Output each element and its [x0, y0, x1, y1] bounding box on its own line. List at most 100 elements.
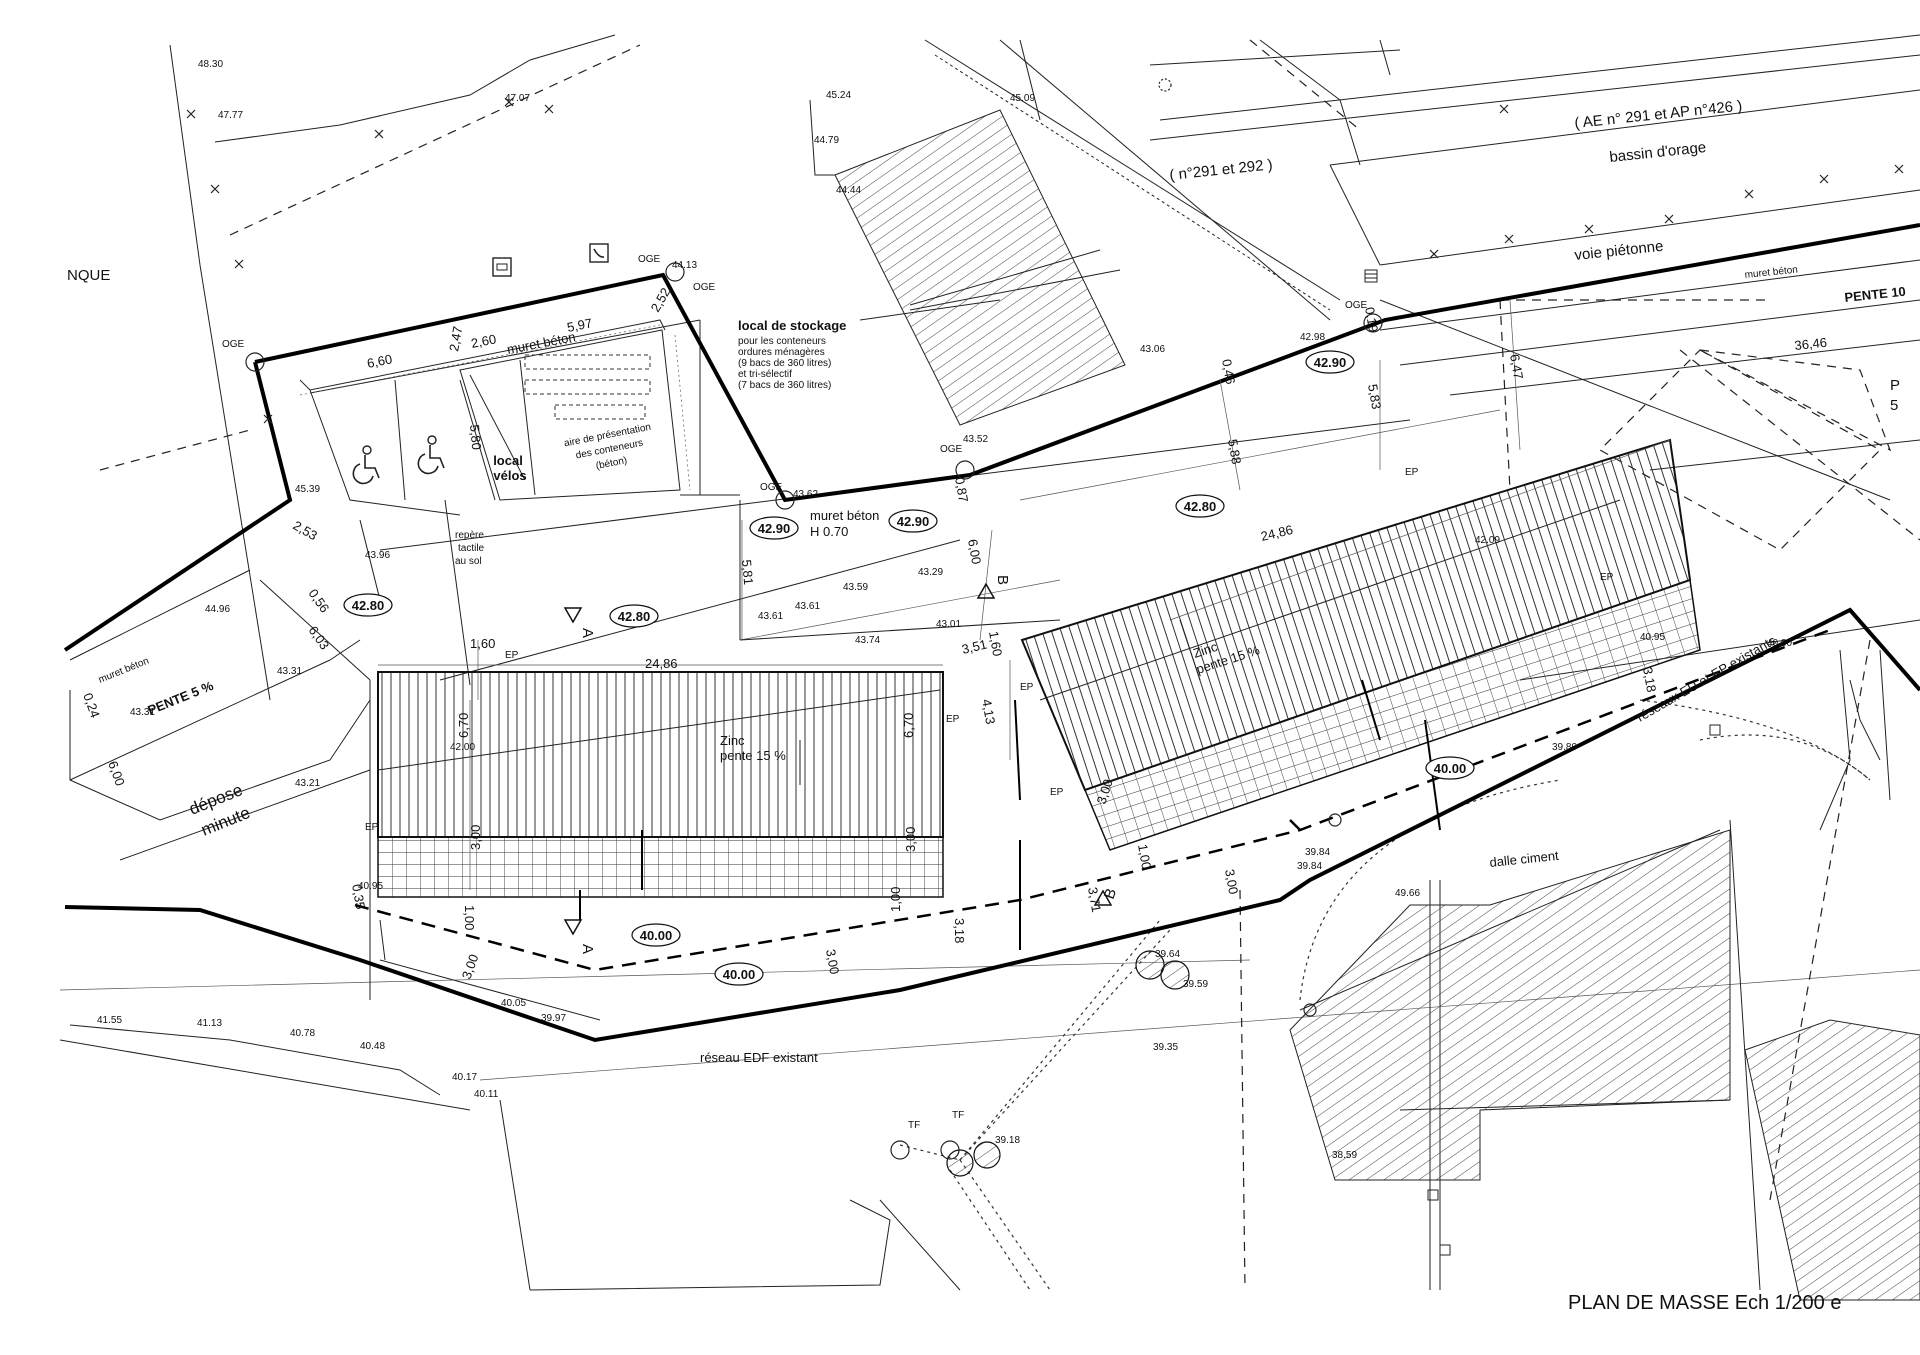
- level-box: 40.00: [1434, 761, 1467, 776]
- label-stockage-line: pour les conteneurs: [738, 336, 826, 347]
- label-stockage-line: et tri-sélectif: [738, 369, 792, 380]
- label-local-stockage: local de stockage: [738, 318, 846, 333]
- label-muret-top: muret béton: [506, 329, 577, 357]
- dimension: 2,60: [470, 331, 498, 351]
- phone-icon: [589, 243, 609, 263]
- dimension: 1,00: [462, 905, 477, 930]
- label-voie-pietonne: voie piétonne: [1574, 238, 1665, 264]
- spot-level: 40.95: [358, 881, 383, 892]
- label-parcelles-ae: ( AE n° 291 et AP n°426 ): [1574, 97, 1743, 132]
- spot-level: 47.07: [505, 93, 530, 104]
- boxed-levels: [343, 350, 1475, 986]
- marker-oge: OGE: [693, 282, 716, 293]
- dimension: 1,60: [470, 636, 495, 651]
- label-local-velos: vélos: [493, 468, 526, 483]
- tree-symbols: [946, 950, 1190, 1177]
- spot-level: 43.21: [295, 778, 320, 789]
- label-nque: NQUE: [67, 267, 110, 284]
- label-section-a: A: [579, 628, 596, 638]
- dimension: 0,19: [1362, 306, 1381, 334]
- boundary-ticks: [186, 97, 1904, 424]
- spot-level: 43.06: [1140, 344, 1165, 355]
- dimension: 2,53: [291, 518, 320, 544]
- label-section-a: A: [579, 944, 596, 954]
- label-repere: au sol: [455, 556, 482, 567]
- section-arrow-b1: [976, 582, 996, 599]
- marker-oge: OGE: [638, 254, 661, 265]
- spot-level: 38.59: [1332, 1150, 1357, 1161]
- dimension: 0,56: [306, 586, 333, 615]
- dimension: 2,47: [446, 325, 465, 353]
- spot-level: 39.97: [541, 1013, 566, 1024]
- hatched-building-north: [834, 109, 1126, 426]
- level-box: 42.90: [897, 514, 930, 529]
- spot-level: 40.05: [501, 998, 526, 1009]
- dimension: 5,81: [739, 559, 756, 586]
- mailbox-icon: [492, 257, 512, 277]
- dimension: 3,00: [1094, 777, 1116, 806]
- spot-level: 41.55: [97, 1015, 122, 1026]
- spot-level: 39.80: [1552, 742, 1577, 753]
- spot-level: 45.39: [295, 484, 320, 495]
- spot-level: 43.61: [795, 601, 820, 612]
- level-box: 42.80: [618, 609, 651, 624]
- property-boundary: [63, 223, 1920, 1043]
- label-muret-height: H 0.70: [810, 524, 848, 539]
- dimension: 6,70: [901, 713, 916, 738]
- section-arrow-b2: [1093, 889, 1113, 906]
- plan-title: PLAN DE MASSE Ech 1/200 e: [1568, 1292, 1842, 1314]
- dimension: 3,00: [1222, 868, 1241, 896]
- label-muret-west: muret béton: [97, 656, 151, 686]
- spot-level: 39.64: [1155, 949, 1180, 960]
- label-stockage-line: (9 bacs de 360 litres): [738, 358, 831, 369]
- label-parcelles-n: ( n°291 et 292 ): [1169, 156, 1274, 184]
- spot-level: 39.84: [1305, 847, 1330, 858]
- dimension-lines: [378, 299, 1671, 890]
- label-right-p: P: [1890, 377, 1900, 394]
- spot-level: 40.17: [452, 1072, 477, 1083]
- accessible-parking-icon-2: [417, 435, 445, 475]
- label-edf: réseau EDF existant: [700, 1050, 818, 1065]
- label-pente-5: PENTE 5 %: [146, 678, 216, 718]
- dimension: 3,18: [952, 918, 967, 943]
- dimension: 0,24: [80, 691, 103, 720]
- label-repere: tactile: [458, 543, 485, 554]
- spot-level: 40.78: [290, 1028, 315, 1039]
- spot-level: 39.84: [1297, 861, 1322, 872]
- dimension: 24,86: [1259, 522, 1294, 544]
- dimension: 1,00: [888, 887, 903, 912]
- marker-oge: OGE: [222, 339, 245, 350]
- spot-level: 39.18: [995, 1135, 1020, 1146]
- boxed-level-labels: 42.90 42.90 42.90 42.80 42.80 42.80 40.0…: [352, 355, 1467, 982]
- marker-oge: OGE: [760, 482, 783, 493]
- marker-tf: TF: [908, 1120, 920, 1131]
- level-box: 42.90: [1314, 355, 1347, 370]
- marker-ep: EP: [1050, 787, 1064, 798]
- marker-ep: EP: [1600, 572, 1614, 583]
- marker-ep: EP: [1405, 467, 1419, 478]
- dimension: 3,00: [459, 952, 482, 981]
- spot-level: 42.00: [450, 742, 475, 753]
- spot-level: 40.00: [1767, 638, 1792, 649]
- label-local-velos: local: [493, 453, 523, 468]
- dimension: 36,46: [1794, 335, 1828, 353]
- label-repere: repère: [455, 530, 484, 541]
- label-section-b: B: [1101, 886, 1120, 901]
- dimension: 6,70: [456, 713, 471, 738]
- building-west: [377, 671, 944, 898]
- marker-ep: EP: [1020, 682, 1034, 693]
- dimension: 5,97: [566, 315, 594, 335]
- marker-tf: TF: [952, 1110, 964, 1121]
- label-stockage-line: ordures ménagères: [738, 347, 825, 358]
- dimension: 3,71: [1085, 886, 1104, 914]
- spot-level: 40.11: [474, 1089, 499, 1100]
- dimension: 5,88: [1225, 438, 1244, 466]
- dimension: 1,00: [1135, 843, 1154, 871]
- marker-ep: EP: [946, 714, 960, 725]
- dimension: 6,00: [105, 759, 128, 788]
- marker-oge: OGE: [940, 444, 963, 455]
- label-pente-10: PENTE 10: [1844, 284, 1907, 305]
- network-markers: OGE OGE OGE OGE OGE OGE EP EP EP EP EP E…: [222, 254, 1614, 1131]
- spot-level: 47.77: [218, 110, 243, 121]
